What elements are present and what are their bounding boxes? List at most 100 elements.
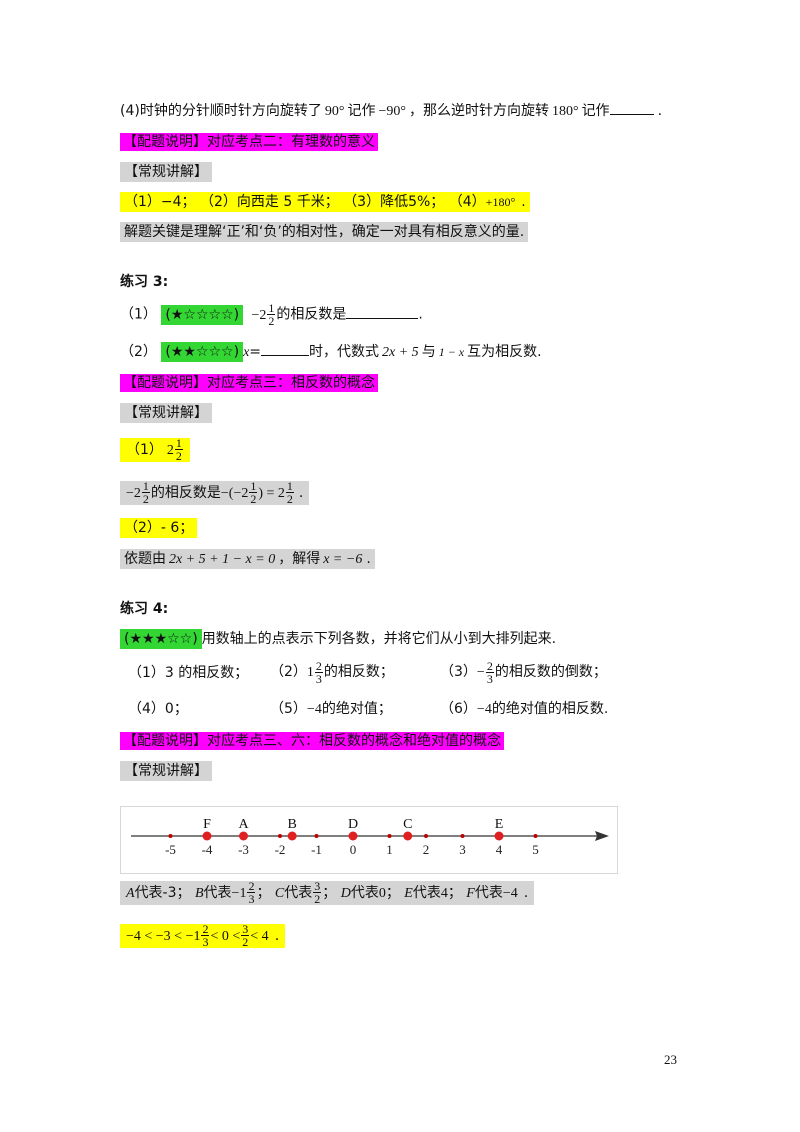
explain-a: −2 [126, 485, 141, 501]
legend-f-end: . [523, 884, 529, 901]
tick-label: 4 [496, 842, 503, 857]
tick-label: -4 [202, 842, 213, 857]
match-tag-1-text: 【配题说明】对应考点二：有理数的意义 [120, 133, 378, 151]
ex3-q1-end: . [418, 306, 423, 323]
fraction-denominator: 2 [142, 492, 149, 506]
point-label: D [348, 817, 358, 832]
match-tag-2-text: 【配题说明】对应考点三：相反数的概念 [120, 374, 378, 392]
ex3-q2-text-2: 与 [421, 344, 436, 360]
difficulty-stars: (★☆☆☆☆) [161, 304, 244, 325]
ex4-item-6-value: −4 [476, 702, 492, 717]
legend-e-end: ； [447, 884, 462, 901]
fraction-numerator: 1 [267, 301, 276, 315]
explain-t1: 依题由 [124, 551, 166, 567]
ex4-item-6-label: （6） [440, 701, 477, 717]
explain-b: −(−2 [220, 485, 249, 501]
order-part-1: −4 < −3 < −1 [126, 928, 201, 944]
point-marker [287, 831, 297, 841]
fraction-numerator: 2 [201, 922, 210, 936]
explain-expr: 2x + 5 + 1 − x = 0 [169, 552, 276, 567]
fraction-numerator: 1 [249, 479, 258, 493]
fraction-denominator: 2 [175, 449, 182, 463]
explain-result: x = −6 [323, 552, 363, 567]
fraction-denominator: 3 [202, 935, 209, 949]
point-label: C [403, 817, 412, 832]
tick-dot [460, 834, 465, 838]
point-marker [403, 831, 413, 841]
ex3-q1-neg: −2 [251, 307, 267, 323]
legend-f-text: 代表 [474, 884, 503, 901]
point-marker [348, 831, 358, 841]
label-b: B [194, 885, 204, 901]
legend-b-value: −1 [231, 885, 247, 901]
tick-label: 0 [350, 842, 357, 857]
point-marker [494, 831, 504, 841]
legend-c-text: 代表 [284, 884, 313, 901]
explain-t2: ，解得 [278, 551, 321, 567]
label-c: C [274, 885, 285, 901]
match-tag-1: 【配题说明】对应考点二：有理数的意义 [120, 131, 378, 153]
label-e: E [404, 885, 413, 901]
ex4-item-3-label: （3） [440, 664, 477, 680]
ex4-item-5-text: 的绝对值； [321, 701, 392, 717]
tick-dot [533, 834, 538, 838]
legend-e-text: 代表 [412, 884, 441, 901]
legend-d-value: 0 [378, 885, 386, 901]
ex4-item-2-label: （2） [270, 664, 307, 680]
explain-text: 的相反数是 [150, 484, 221, 501]
exercise-3-title: 练习 3: [120, 274, 169, 290]
point-marker [202, 831, 212, 841]
difficulty-stars: (★★☆☆☆) [161, 342, 244, 362]
explain-1-line: 解题关键是理解‘正’和‘负’的相对性，确定一对具有相反意义的量. [120, 221, 529, 243]
fraction-denominator: 2 [268, 314, 275, 328]
fraction-denominator: 2 [286, 492, 293, 506]
ex4-item-3-neg: − [476, 665, 485, 680]
fraction-numerator: 3 [313, 879, 322, 893]
answer-1-end: . [521, 194, 526, 210]
ex3-q2-text-3: 互为相反数. [467, 344, 542, 360]
q4-prefix: (4)时钟的分针顺时针方向旋转了 [120, 103, 322, 119]
explain-tag-3-text: 【常规讲解】 [120, 761, 212, 781]
fraction-numerator: 2 [247, 879, 256, 893]
tick-dot [168, 834, 173, 838]
ex4-item-4-text: （4）0； [128, 701, 188, 717]
answer-1-line: （1）−4； （2）向西走 5 千米； （3）降低5%； （4）+180°. [120, 191, 530, 213]
tick-dot [278, 834, 282, 838]
answer-1-a2: （2）向西走 5 千米； [200, 194, 339, 210]
q4-mid-1: 记作 [347, 103, 376, 119]
ex3-answer-2-text: （2）- 6； [120, 518, 198, 538]
explain-tag-1-text: 【常规讲解】 [120, 162, 212, 182]
answer-1-box: （1）−4； （2）向西走 5 千米； （3）降低5%； （4）+180°. [120, 192, 530, 212]
ex3-q2-text-1: 时，代数式 [309, 344, 380, 360]
ex4-intro: (★★★☆☆)用数轴上的点表示下列各数，并将它们从小到大排列起来. [120, 628, 556, 650]
order-part-2: < 0 < [210, 928, 241, 944]
label-f: F [466, 885, 475, 901]
answer-1-a1: （1）−4； [124, 194, 196, 210]
ex3-answer-2: （2）- 6； [120, 517, 198, 539]
arrow-head-icon [595, 831, 609, 841]
fraction-numerator: 1 [141, 479, 150, 493]
label-a: A [126, 885, 135, 901]
tick-label: 3 [459, 842, 466, 857]
legend-f-value: −4 [502, 885, 518, 901]
ex4-item-2-text: 的相反数； [323, 664, 394, 680]
explain-tag-2: 【常规讲解】 [120, 402, 212, 424]
ex4-intro-text: 用数轴上的点表示下列各数，并将它们从小到大排列起来. [201, 631, 557, 647]
fraction-numerator: 2 [485, 658, 494, 673]
